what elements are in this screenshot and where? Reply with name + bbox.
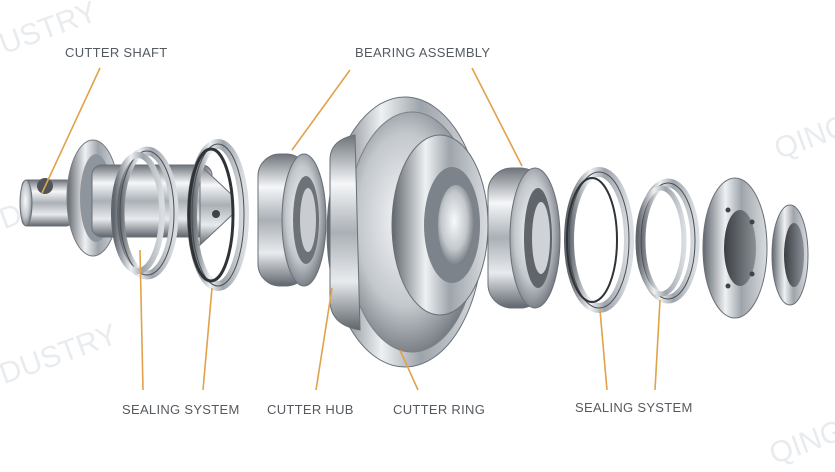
label-bearing-assembly: BEARING ASSEMBLY <box>355 45 491 60</box>
leader-lines <box>41 67 661 391</box>
label-sealing-system-left: SEALING SYSTEM <box>122 402 240 417</box>
bearing <box>257 153 327 287</box>
sealing-ring <box>635 178 700 304</box>
leader-cutter-ring <box>399 349 419 391</box>
label-sealing-system-right: SEALING SYSTEM <box>575 400 693 415</box>
leader-sealing-left-2 <box>202 287 213 391</box>
cutter-hub <box>329 134 489 331</box>
leader-cutter-shaft <box>41 67 101 194</box>
label-cutter-hub: CUTTER HUB <box>267 402 354 417</box>
sealing-ring <box>111 146 179 280</box>
label-cutter-ring: CUTTER RING <box>393 402 486 417</box>
end-cap-small <box>771 204 809 306</box>
leader-cutter-hub <box>315 287 333 391</box>
leader-sealing-right-2 <box>654 299 661 391</box>
end-cap <box>702 177 768 319</box>
leader-sealing-right-1 <box>599 309 608 391</box>
label-cutter-shaft: CUTTER SHAFT <box>65 45 168 60</box>
leader-bearing-right <box>471 67 523 167</box>
sealing-ring <box>187 139 249 291</box>
leader-bearing-left <box>291 69 351 151</box>
sealing-ring <box>564 167 634 313</box>
bearing <box>487 167 561 309</box>
leader-sealing-left-1 <box>139 249 144 391</box>
